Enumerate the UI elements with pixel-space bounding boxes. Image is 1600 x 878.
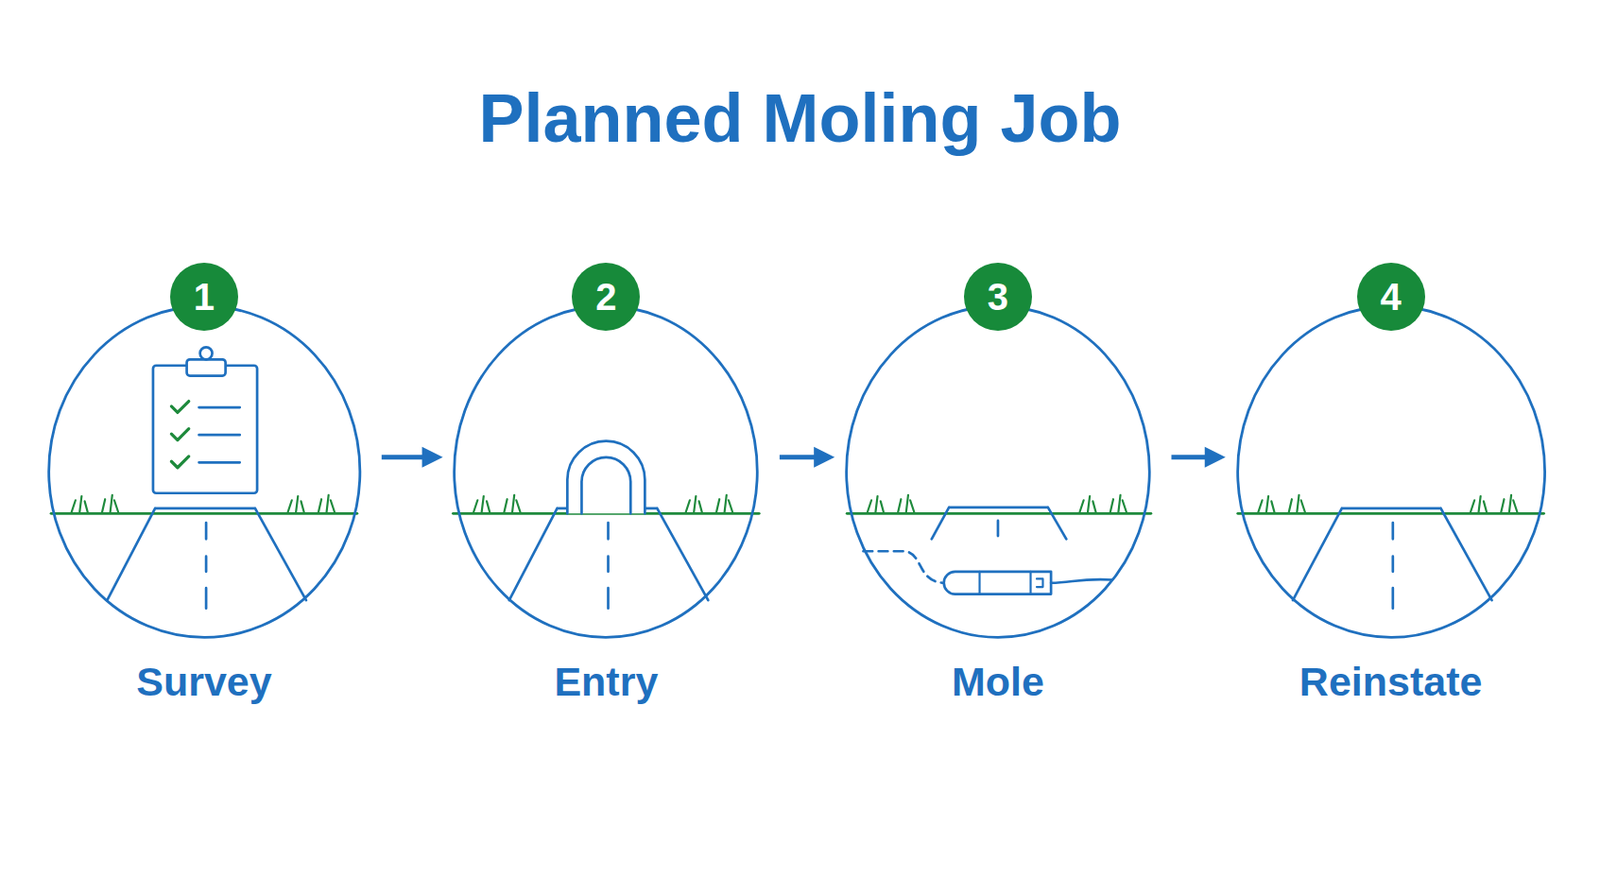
circle-border	[846, 306, 1151, 638]
flow-arrow	[779, 447, 835, 468]
entry-scene	[452, 441, 759, 609]
step-circle: 4Reinstate	[1236, 304, 1547, 639]
diagram-title: Planned Moling Job	[0, 77, 1600, 159]
arrow-shaft	[779, 454, 818, 460]
circle-outline	[452, 304, 759, 639]
step-circle: 2Entry	[452, 304, 759, 639]
mole-scene	[846, 495, 1152, 595]
circle-border	[1237, 306, 1545, 638]
step-label: Mole	[788, 657, 1208, 707]
arrow-shaft	[1171, 454, 1209, 460]
step-number: 4	[1357, 262, 1426, 331]
arrow-head	[1204, 447, 1226, 468]
step-circle: 1Survey	[47, 304, 362, 639]
circle-outline	[844, 304, 1152, 639]
step-label: Entry	[395, 657, 816, 707]
survey-scene	[51, 346, 358, 608]
arrow-head	[813, 447, 835, 468]
arrow-head	[422, 447, 444, 468]
circle-border	[454, 306, 758, 638]
step-number: 2	[571, 262, 640, 331]
flow-arrow	[381, 447, 444, 468]
step-number: 3	[963, 262, 1033, 331]
circle-outline	[47, 304, 362, 639]
step-circle: 3Mole	[844, 304, 1152, 639]
circle-outline	[1236, 304, 1547, 639]
step-label: Survey	[0, 657, 418, 707]
step-label: Reinstate	[1179, 657, 1600, 707]
circle-border	[48, 306, 360, 638]
flow-arrow	[1171, 447, 1226, 468]
step-number: 1	[170, 262, 239, 331]
arrow-shaft	[381, 454, 427, 460]
